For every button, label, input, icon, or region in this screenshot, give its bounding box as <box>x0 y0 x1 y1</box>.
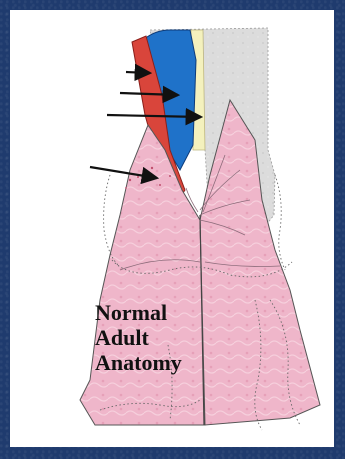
arrow-to-artery <box>126 72 150 73</box>
caption-line-2: Adult <box>95 325 182 350</box>
caption-line-3: Anatomy <box>95 350 182 375</box>
figure-caption: Normal Adult Anatomy <box>95 300 182 375</box>
pink-tissue-left <box>80 125 205 425</box>
caption-line-1: Normal <box>95 300 182 325</box>
